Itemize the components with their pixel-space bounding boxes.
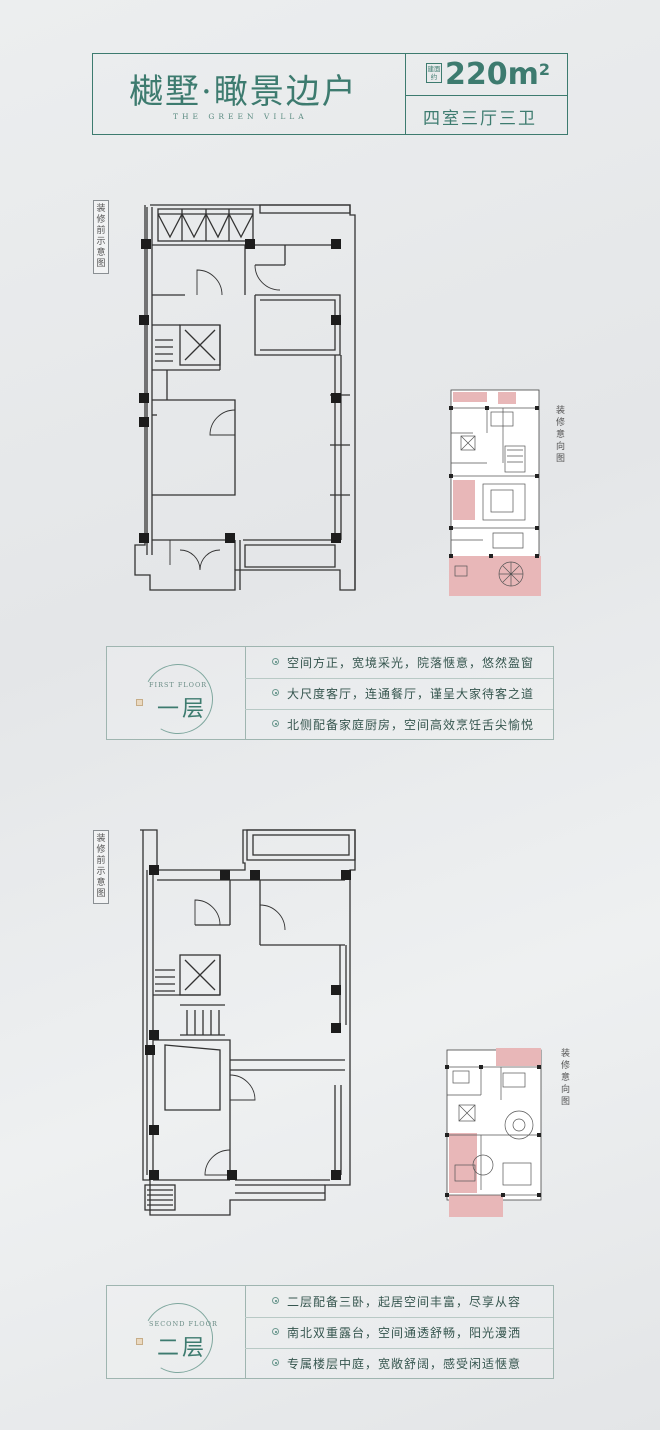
floor2-plan-after bbox=[445, 1048, 542, 1217]
area-unit-superscript: 2 bbox=[538, 60, 551, 79]
header-divider-horizontal bbox=[405, 95, 567, 96]
floor2-point-text: 南北双重露台，空间通透舒畅，阳光漫洒 bbox=[287, 1326, 522, 1340]
bullet-icon bbox=[272, 1297, 279, 1304]
floor1-point-row: 空间方正，宽境采光，院落惬意，悠然盈窗 bbox=[245, 647, 553, 678]
after-renovation-label-1: 装修意向图 bbox=[555, 406, 565, 464]
row-divider bbox=[245, 678, 553, 679]
page-subtitle-en: THE GREEN VILLA bbox=[173, 112, 308, 121]
header-divider bbox=[405, 54, 406, 134]
header-box: 樾墅·瞰景边户 THE GREEN VILLA 建面约 220m2 四室三厅三卫 bbox=[92, 53, 568, 135]
row-divider bbox=[245, 1348, 553, 1349]
floor1-point-text: 北侧配备家庭厨房，空间高效烹饪舌尖愉悦 bbox=[287, 718, 535, 732]
floor1-plan-before bbox=[134, 204, 356, 591]
floor1-plan-after bbox=[449, 389, 541, 596]
floor2-point-text: 专属楼层中庭，宽敞舒阔，感受闲适惬意 bbox=[287, 1357, 522, 1371]
row-divider bbox=[245, 1317, 553, 1318]
after-renovation-label-2: 装修意向图 bbox=[560, 1049, 570, 1107]
floor1-point-text: 大尺度客厅，连通餐厅，谨呈大家待客之道 bbox=[287, 687, 535, 701]
floor1-divider bbox=[245, 647, 246, 739]
floor2-point-row: 二层配备三卧，起居空间丰富，尽享从容 bbox=[245, 1286, 553, 1317]
bullet-icon bbox=[272, 1359, 279, 1366]
floor1-point-row: 北侧配备家庭厨房，空间高效烹饪舌尖愉悦 bbox=[245, 709, 553, 740]
bullet-icon bbox=[272, 658, 279, 665]
floor1-info-box: FIRST FLOOR 一层 空间方正，宽境采光，院落惬意，悠然盈窗 大尺度客厅… bbox=[106, 646, 554, 742]
floor2-decor-square bbox=[136, 1338, 143, 1345]
area-label: 建面约 bbox=[426, 63, 442, 83]
floor1-name-en: FIRST FLOOR bbox=[149, 681, 208, 689]
floor2-divider bbox=[245, 1286, 246, 1378]
floor2-point-row: 专属楼层中庭，宽敞舒阔，感受闲适惬意 bbox=[245, 1348, 553, 1379]
page-title: 樾墅·瞰景边户 bbox=[129, 72, 358, 112]
before-renovation-label-2: 装修前示意图 bbox=[93, 830, 109, 904]
floor1-decor-square bbox=[136, 699, 143, 706]
before-renovation-label-1: 装修前示意图 bbox=[93, 200, 109, 274]
floor2-point-text: 二层配备三卧，起居空间丰富，尽享从容 bbox=[287, 1295, 522, 1309]
layout-type: 四室三厅三卫 bbox=[423, 109, 537, 129]
floor2-plan-before bbox=[140, 829, 356, 1216]
floor1-name-cn: 一层 bbox=[157, 697, 208, 722]
floor1-point-text: 空间方正，宽境采光，院落惬意，悠然盈窗 bbox=[287, 656, 535, 670]
floor1-point-row: 大尺度客厅，连通餐厅，谨呈大家待客之道 bbox=[245, 678, 553, 709]
floor2-info-box: SECOND FLOOR 二层 二层配备三卧，起居空间丰富，尽享从容 南北双重露… bbox=[106, 1285, 554, 1381]
bullet-icon bbox=[272, 1328, 279, 1335]
area-value: 220m2 bbox=[445, 57, 550, 92]
area-number: 220m bbox=[445, 57, 539, 92]
floor2-name-cn: 二层 bbox=[157, 1336, 208, 1361]
floor2-point-row: 南北双重露台，空间通透舒畅，阳光漫洒 bbox=[245, 1317, 553, 1348]
bullet-icon bbox=[272, 689, 279, 696]
bullet-icon bbox=[272, 720, 279, 727]
row-divider bbox=[245, 709, 553, 710]
floor2-name-en: SECOND FLOOR bbox=[149, 1320, 218, 1328]
